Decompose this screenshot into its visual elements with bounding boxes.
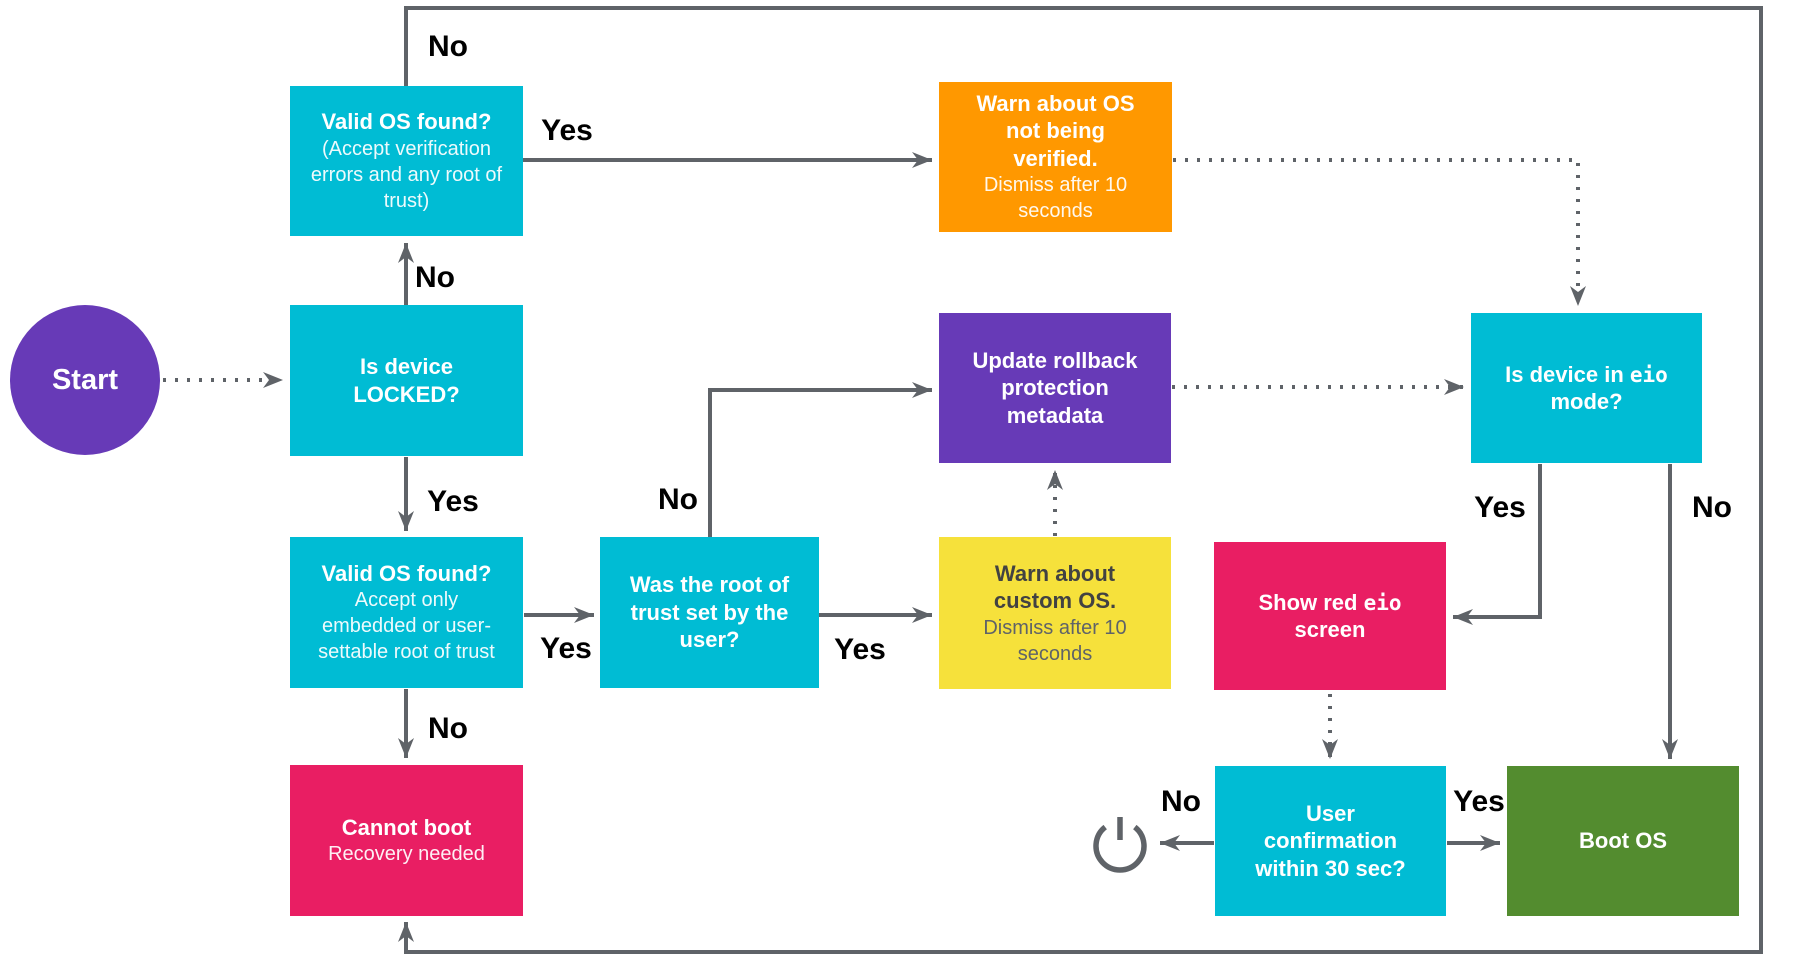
node-title: Warn about OS not being verified.: [976, 90, 1135, 171]
node-title: Warn about custom OS.: [993, 560, 1117, 614]
node-title: User confirmation within 30 sec?: [1255, 800, 1406, 881]
node-valid-os-unlocked: Valid OS found? Accept only embedded or …: [290, 537, 523, 688]
eio-mono-text: eio: [1363, 590, 1402, 615]
node-update-rollback: Update rollback protection metadata: [939, 313, 1171, 463]
node-subtitle: (Accept verification errors and any root…: [310, 137, 503, 212]
node-title: Is device LOCKED?: [353, 354, 460, 407]
edge-validos-top-no-loop-to-cannot-boot: [398, 6, 1763, 954]
node-title: Show red eio screen: [1258, 589, 1402, 643]
node-title: Cannot boot: [341, 814, 472, 840]
node-was-root-user: Was the root of trust set by the user?: [600, 537, 819, 688]
node-title: Is device in eio mode?: [1505, 361, 1668, 415]
node-subtitle: Dismiss after 10 seconds: [983, 174, 1128, 223]
edge-label-eio-yes: Yes: [1474, 491, 1526, 524]
node-title: Valid OS found?: [321, 560, 492, 586]
node-start: Start: [10, 305, 160, 455]
edge-label-validos-unlocked-yes: Yes: [540, 632, 592, 665]
edge-label-wasroot-no: No: [658, 483, 698, 516]
node-title: Valid OS found?: [321, 109, 492, 135]
edge-warn-orange-to-eio: [1173, 158, 1586, 306]
node-subtitle: Dismiss after 10 seconds: [983, 616, 1127, 665]
edge-wasroot-no-to-update-rollback: [708, 382, 932, 538]
node-warn-custom-os: Warn about custom OS. Dismiss after 10 s…: [939, 537, 1171, 689]
node-title: Update rollback protection metadata: [972, 347, 1138, 428]
node-user-confirmation: User confirmation within 30 sec?: [1215, 766, 1446, 916]
node-title: Boot OS: [1579, 828, 1667, 854]
node-title: Was the root of trust set by the user?: [629, 572, 790, 653]
eio-mono-text: eio: [1629, 362, 1668, 387]
node-boot-os: Boot OS: [1507, 766, 1739, 916]
node-is-device-eio: Is device in eio mode?: [1471, 313, 1702, 463]
edge-label-eio-no: No: [1692, 491, 1732, 524]
start-label: Start: [51, 363, 119, 396]
edge-label-validos-top-no: No: [428, 30, 468, 63]
node-subtitle: Recovery needed: [328, 843, 485, 866]
power-icon: [1093, 817, 1147, 873]
edge-label-userconf-no: No: [1161, 785, 1201, 818]
edge-label-locked-yes: Yes: [427, 485, 479, 518]
edge-label-userconf-yes: Yes: [1453, 785, 1505, 818]
edge-label-validos-top-yes: Yes: [541, 114, 593, 147]
node-is-device-locked: Is device LOCKED?: [290, 305, 523, 456]
node-cannot-boot: Cannot boot Recovery needed: [290, 765, 523, 916]
edge-label-wasroot-yes: Yes: [834, 633, 886, 666]
edge-label-locked-no: No: [415, 261, 455, 294]
node-show-red-eio: Show red eio screen: [1214, 542, 1446, 690]
node-subtitle: Accept only embedded or user-settable ro…: [318, 589, 495, 664]
edge-label-validos-unlocked-no: No: [428, 712, 468, 745]
edge-eio-yes-to-show-red: [1453, 464, 1542, 625]
node-warn-os-not-verified: Warn about OS not being verified. Dismis…: [939, 82, 1172, 232]
node-valid-os-locked: Valid OS found? (Accept verification err…: [290, 86, 523, 236]
